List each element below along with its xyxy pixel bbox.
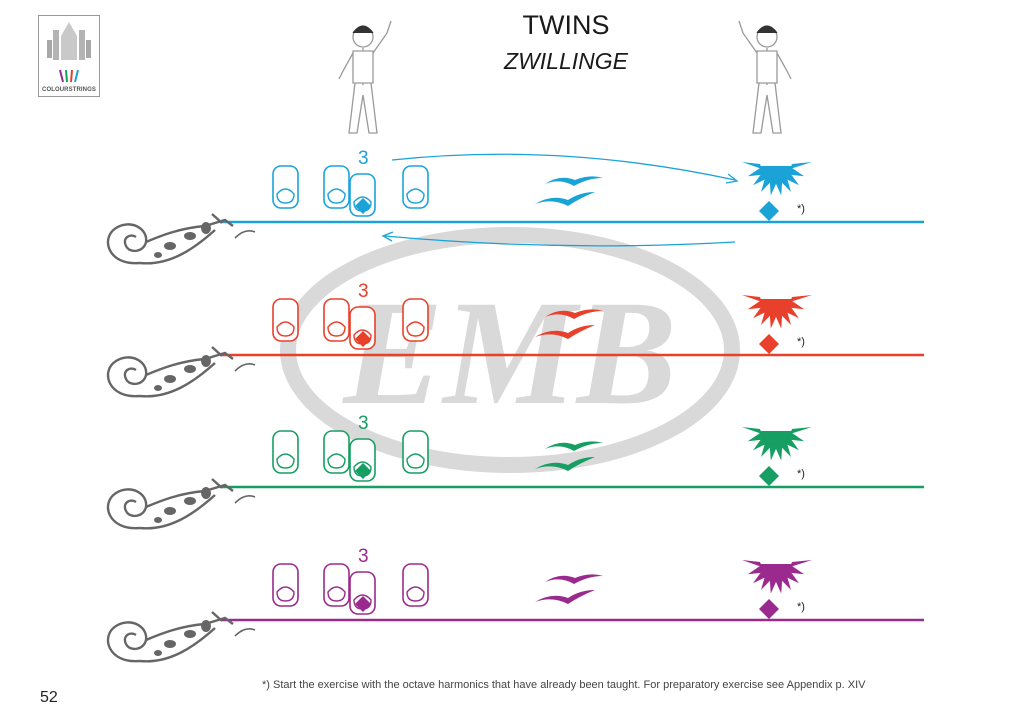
sun-icon <box>742 162 812 196</box>
string-diagram <box>106 560 924 663</box>
finger-icon <box>402 430 429 474</box>
finger-icon <box>272 430 299 474</box>
colourstrings-logo-icon <box>47 22 91 83</box>
watermark-text: EMB <box>341 270 676 436</box>
bird-icon <box>535 176 603 206</box>
finger-icon <box>402 165 429 209</box>
finger-icon <box>272 563 299 607</box>
scroll-icon <box>106 478 256 530</box>
page-number: 52 <box>40 689 58 706</box>
footnote: *) Start the exercise with the octave ha… <box>262 679 866 691</box>
finger-icon <box>272 165 299 209</box>
footnote-marker: *) <box>797 601 805 613</box>
bird-icon <box>535 574 603 604</box>
diamond-note-icon <box>355 198 371 214</box>
footnote-marker: *) <box>797 203 805 215</box>
bird-icon <box>535 309 603 339</box>
child-figure-icon <box>738 20 792 134</box>
logo-text: COLOURSTRINGS <box>42 87 96 93</box>
finger-icon <box>323 165 350 209</box>
diamond-note-icon <box>355 463 371 479</box>
arrow-icon <box>381 153 739 247</box>
diamond-note-icon <box>759 599 779 619</box>
finger-number: 3 <box>358 148 369 169</box>
sun-icon <box>742 427 812 461</box>
finger-icon <box>402 563 429 607</box>
string-diagram <box>106 427 924 530</box>
finger-icon <box>323 563 350 607</box>
emb-watermark: EMB <box>280 227 740 473</box>
string-diagram <box>106 295 924 398</box>
finger-icon <box>323 430 350 474</box>
string-row-blue: 3 *) <box>0 148 1024 278</box>
footnote-marker: *) <box>797 336 805 348</box>
diamond-note-icon <box>759 466 779 486</box>
sun-icon <box>742 560 812 594</box>
scroll-icon <box>106 346 256 398</box>
string-row-green: 3 *) <box>0 413 1024 543</box>
scroll-icon <box>106 213 256 265</box>
footnote-marker: *) <box>797 468 805 480</box>
scroll-icon <box>106 611 256 663</box>
finger-icon <box>272 298 299 342</box>
string-row-purple: 3 *) <box>0 546 1024 676</box>
string-row-red: 3 *) <box>0 281 1024 411</box>
page-title: TWINS <box>522 10 610 40</box>
diamond-note-icon <box>355 596 371 612</box>
finger-icon <box>323 298 350 342</box>
finger-number: 3 <box>358 281 369 302</box>
bird-icon <box>535 441 603 471</box>
diamond-note-icon <box>355 331 371 347</box>
finger-number: 3 <box>358 413 369 434</box>
string-diagram <box>106 153 924 265</box>
diamond-note-icon <box>759 201 779 221</box>
child-figure-icon <box>338 20 392 134</box>
colourstrings-logo: COLOURSTRINGS <box>38 15 100 97</box>
finger-icon <box>402 298 429 342</box>
sun-icon <box>742 295 812 329</box>
diamond-note-icon <box>759 334 779 354</box>
page-subtitle: ZWILLINGE <box>504 48 628 74</box>
finger-number: 3 <box>358 546 369 567</box>
